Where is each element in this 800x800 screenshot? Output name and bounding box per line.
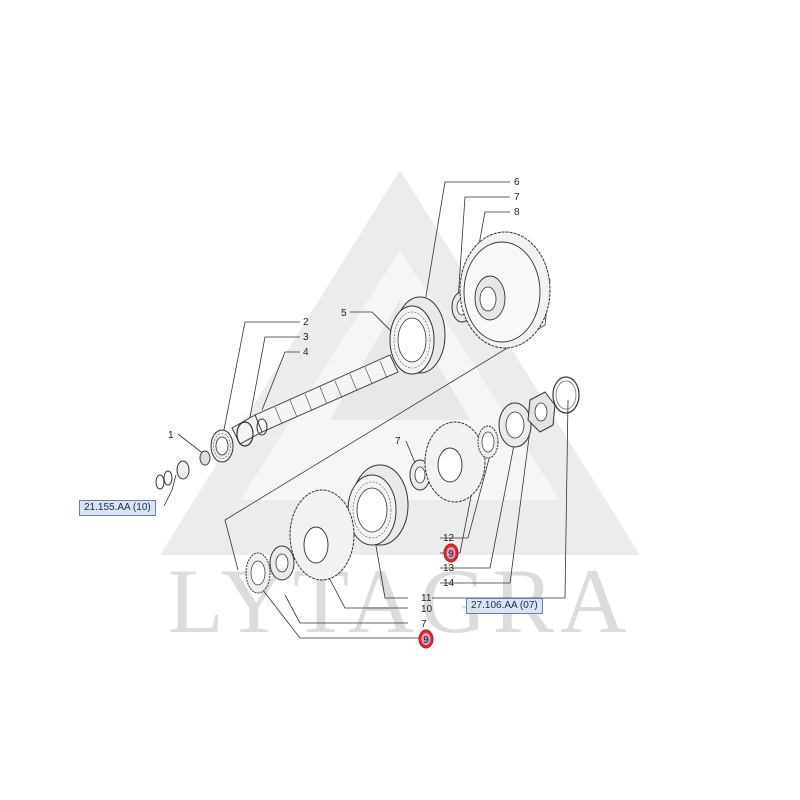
callout-10: 10 [421, 604, 433, 615]
watermark-text: LYTAGRA [168, 550, 633, 652]
callout-8: 8 [514, 207, 520, 218]
washer-ring [552, 376, 580, 414]
gear-12 [424, 421, 486, 503]
bearing-13 [498, 402, 532, 448]
highlight-callout-9-top[interactable]: 9 [443, 543, 459, 563]
callout-9-low: 9 [423, 635, 429, 646]
callout-7-mid: 7 [395, 436, 401, 447]
highlight-callout-9-low[interactable]: 9 [418, 629, 434, 649]
gear-8 [459, 231, 551, 349]
callout-4: 4 [303, 347, 309, 358]
reference-link-21-155[interactable]: 21.155.AA (10) [79, 500, 156, 516]
callout-3: 3 [303, 332, 309, 343]
gear-10 [289, 489, 355, 581]
callout-6: 6 [514, 177, 520, 188]
nut-14 [527, 391, 556, 433]
callout-9-top: 9 [448, 549, 454, 560]
callout-13: 13 [443, 563, 455, 574]
leader-lines [163, 181, 569, 639]
circlips-left [155, 460, 190, 490]
ring-part-3 [236, 421, 254, 447]
callout-5: 5 [341, 308, 347, 319]
bushing-7-low [269, 545, 295, 581]
synchro-hub-5 [389, 296, 446, 375]
bearing-part-1 [199, 450, 211, 466]
ring-9-top [477, 425, 499, 459]
bearing-part-2 [210, 429, 234, 463]
callout-12: 12 [443, 533, 455, 544]
callout-7-top: 7 [514, 192, 520, 203]
ring-9-low [245, 552, 271, 594]
callout-labels: 1 2 3 4 5 6 7 8 7 12 13 14 11 10 7 [168, 177, 520, 630]
callout-1: 1 [168, 430, 174, 441]
callout-7-low: 7 [421, 619, 427, 630]
reference-link-27-106[interactable]: 27.106.AA (07) [466, 598, 543, 614]
ring-part-4 [256, 418, 268, 436]
main-shaft [231, 354, 399, 445]
callout-14: 14 [443, 578, 455, 589]
callout-2: 2 [303, 317, 309, 328]
callout-11: 11 [421, 593, 432, 604]
